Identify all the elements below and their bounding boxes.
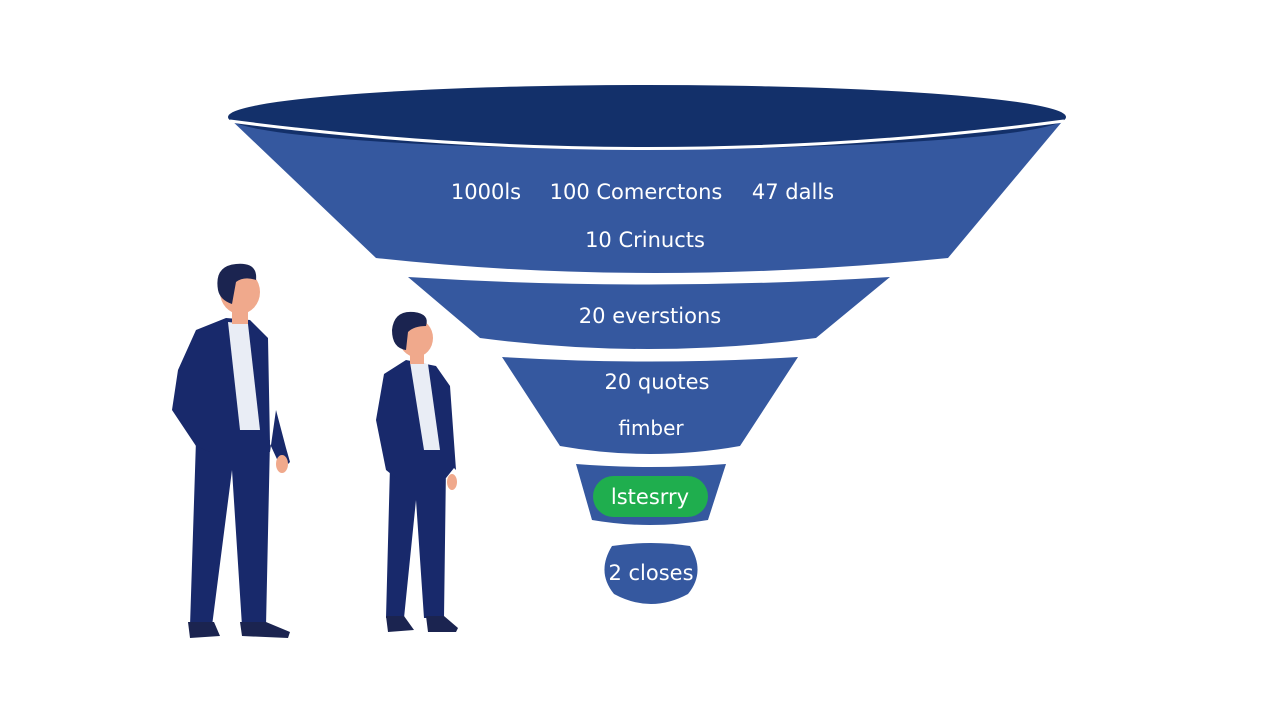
stage-4-highlight-pill xyxy=(593,476,708,517)
funnel-stage-1: 1000ls 100 Comerctons 47 dalls 10 Crinuc… xyxy=(228,85,1066,273)
businessman-figure xyxy=(172,263,290,638)
funnel-stage-3-body xyxy=(502,357,798,454)
stage-3-label-a: 20 quotes xyxy=(605,370,710,394)
funnel-rim-edge xyxy=(229,119,1065,150)
stage-1-metric-d: 10 Crinucts xyxy=(585,228,705,252)
stage-5-label: 2 closes xyxy=(608,561,693,585)
stage-1-metric-a: 1000ls xyxy=(451,180,521,204)
funnel-stage-2-body xyxy=(408,277,890,349)
funnel-rim xyxy=(228,85,1066,149)
stage-4-pill-label: lstesrry xyxy=(611,485,689,509)
stage-2-label: 20 everstions xyxy=(579,304,721,328)
funnel-stage-5: 2 closes xyxy=(604,543,698,604)
stage-3-label-b: fimber xyxy=(618,416,684,440)
stage-1-metric-b: 100 Comerctons xyxy=(550,180,723,204)
funnel-stage-2: 20 everstions xyxy=(408,277,890,349)
stage-1-metric-c: 47 dalls xyxy=(752,180,834,204)
funnel-stage-4: lstesrry xyxy=(576,464,726,525)
businesswoman-figure xyxy=(376,311,458,632)
funnel-stage-5-body xyxy=(604,543,698,604)
funnel-stage-1-body xyxy=(228,117,1066,273)
funnel-stage-3: 20 quotes fimber xyxy=(502,357,798,454)
sales-funnel: 1000ls 100 Comerctons 47 dalls 10 Crinuc… xyxy=(228,85,1066,604)
